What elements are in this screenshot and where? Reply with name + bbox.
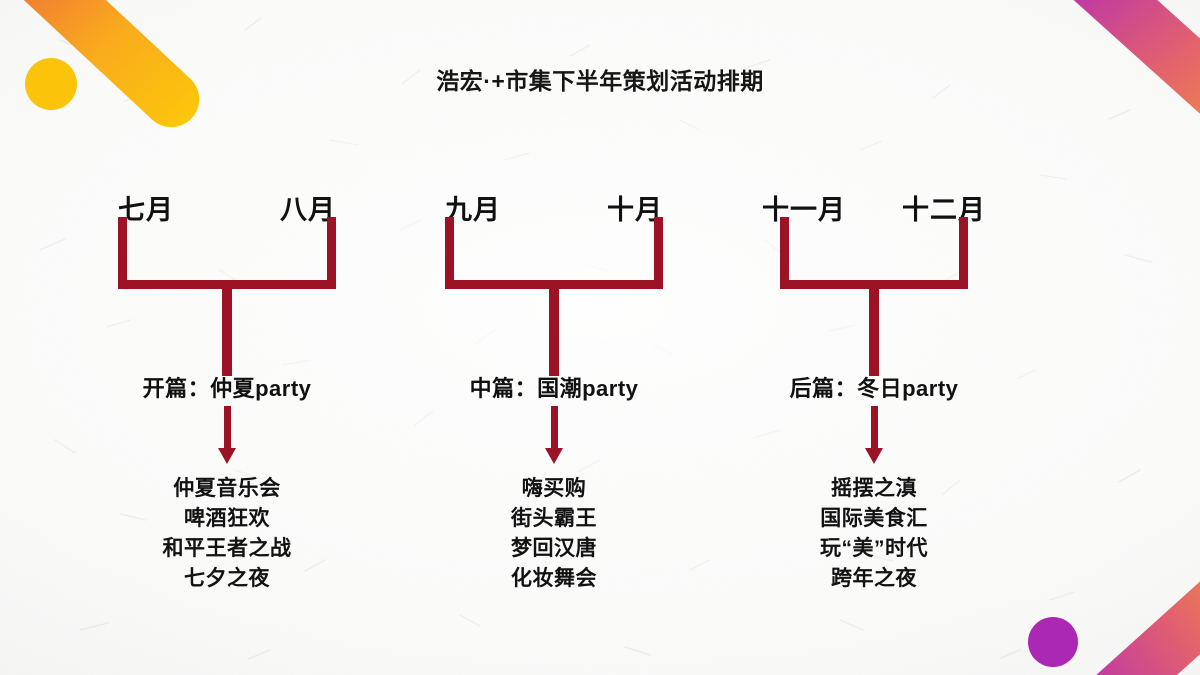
group-2-party-label: 中篇：国潮party	[469, 376, 639, 401]
bracket-center-stem	[869, 280, 879, 376]
bracket-stem-left	[118, 217, 127, 289]
arrow-shaft	[224, 406, 231, 452]
bracket-center-stem	[222, 280, 232, 376]
arrow-shaft	[551, 406, 558, 452]
timeline-group-1: 七月 八月 开篇：仲夏party 仲夏音乐会 啤酒狂欢 和平王者之战 七夕之夜	[118, 0, 336, 675]
bracket-stem-right	[327, 217, 336, 289]
group-2-down-arrow-icon	[545, 406, 563, 464]
group-1-bracket	[118, 217, 336, 382]
bracket-stem-right	[959, 217, 968, 289]
group-1-down-arrow-icon	[218, 406, 236, 464]
list-item: 仲夏音乐会	[173, 477, 281, 500]
slide-title: 浩宏·+市集下半年策划活动排期	[436, 68, 764, 94]
list-item: 国际美食汇	[820, 507, 928, 530]
list-item: 跨年之夜	[831, 567, 917, 590]
arrow-shaft	[871, 406, 878, 452]
list-item: 啤酒狂欢	[184, 507, 270, 530]
list-item: 七夕之夜	[184, 567, 270, 590]
arrow-head	[218, 448, 236, 464]
group-3-down-arrow-icon	[865, 406, 883, 464]
group-2-bracket	[445, 217, 663, 382]
bracket-stem-left	[445, 217, 454, 289]
group-3-bracket	[780, 217, 968, 382]
list-item: 化妆舞会	[511, 567, 597, 590]
list-item: 摇摆之滇	[831, 477, 917, 500]
timeline-group-3: 十一月 十二月 后篇：冬日party 摇摆之滇 国际美食汇 玩“美”时代 跨年之…	[762, 0, 986, 675]
group-2-event-list: 嗨买购 街头霸王 梦回汉唐 化妆舞会	[445, 474, 663, 594]
list-item: 街头霸王	[511, 507, 597, 530]
group-1-party-label: 开篇：仲夏party	[142, 376, 312, 401]
list-item: 梦回汉唐	[511, 537, 597, 560]
timeline-group-2: 九月 十月 中篇：国潮party 嗨买购 街头霸王 梦回汉唐 化妆舞会	[445, 0, 663, 675]
bracket-stem-right	[654, 217, 663, 289]
list-item: 玩“美”时代	[820, 537, 928, 560]
bracket-center-stem	[549, 280, 559, 376]
bracket-stem-left	[780, 217, 789, 289]
group-3-party-label: 后篇：冬日party	[789, 376, 959, 401]
arrow-head	[545, 448, 563, 464]
group-3-event-list: 摇摆之滇 国际美食汇 玩“美”时代 跨年之夜	[762, 474, 986, 594]
group-1-event-list: 仲夏音乐会 啤酒狂欢 和平王者之战 七夕之夜	[118, 474, 336, 594]
arrow-head	[865, 448, 883, 464]
list-item: 和平王者之战	[162, 537, 292, 560]
list-item: 嗨买购	[521, 477, 587, 500]
